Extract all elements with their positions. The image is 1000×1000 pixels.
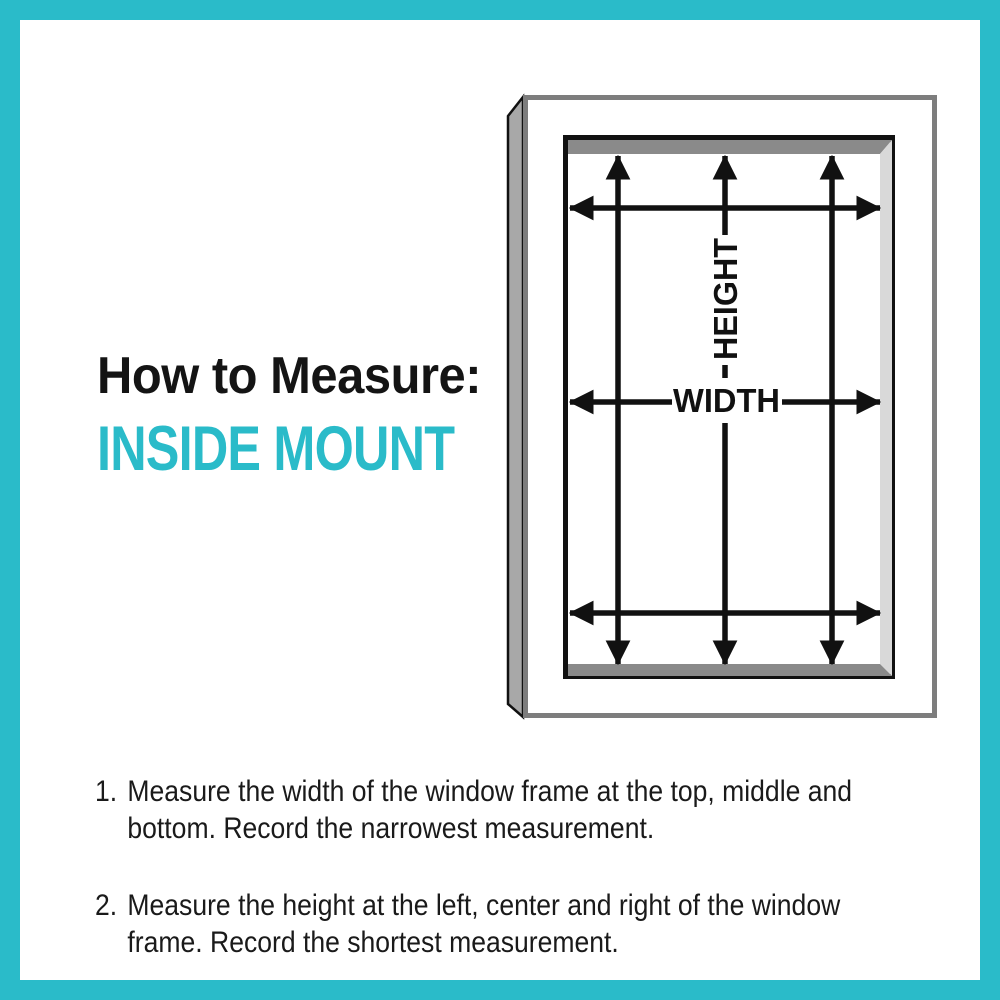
instruction-2-number: 2. — [95, 889, 118, 922]
instruction-item-1: 1. Measure the width of the window frame… — [95, 773, 905, 847]
instruction-1-line-2: bottom. Record the narrowest measurement… — [127, 812, 655, 845]
height-label: HEIGHT — [707, 238, 744, 360]
instruction-2-line-1: Measure the height at the left, center a… — [127, 889, 841, 922]
instructions-list: 1. Measure the width of the window frame… — [95, 773, 905, 980]
window-top-sill — [568, 140, 892, 154]
window-diagram: HEIGHT WIDTH — [506, 93, 937, 720]
instruction-2-text: Measure the height at the left, center a… — [127, 887, 905, 961]
instruction-1-number: 1. — [95, 775, 118, 808]
window-frame-depth-strip — [506, 93, 525, 720]
window-bottom-sill — [568, 664, 892, 676]
instruction-1-line-1: Measure the width of the window frame at… — [127, 775, 853, 808]
instruction-1-text: Measure the width of the window frame at… — [127, 773, 905, 847]
heading-how-to-measure: How to Measure: — [97, 347, 482, 405]
window-right-jamb — [880, 140, 892, 676]
width-label: WIDTH — [673, 382, 780, 419]
instruction-item-2: 2. Measure the height at the left, cente… — [95, 887, 905, 961]
instruction-2-line-2: frame. Record the shortest measurement. — [127, 926, 619, 959]
heading-inside-mount: INSIDE MOUNT — [97, 414, 455, 484]
